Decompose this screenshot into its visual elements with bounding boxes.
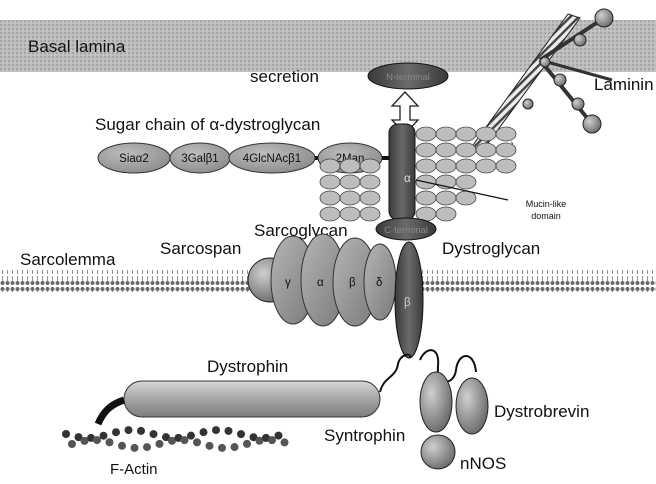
mucin-bead bbox=[340, 207, 360, 221]
mucin-bead bbox=[496, 159, 516, 173]
actin-monomer bbox=[143, 443, 151, 451]
mucin-bead bbox=[320, 207, 340, 221]
mucin-bead bbox=[340, 159, 360, 173]
actin-monomer bbox=[243, 440, 251, 448]
gamma-label: γ bbox=[285, 277, 291, 289]
f-actin-label: F-Actin bbox=[110, 461, 158, 478]
actin-monomer bbox=[137, 427, 145, 435]
alpha-dystroglycan bbox=[389, 124, 415, 220]
actin-monomer bbox=[231, 443, 239, 451]
mucin-like-label: Mucin-like bbox=[526, 199, 567, 209]
actin-monomer bbox=[131, 444, 139, 452]
dystrophin-label: Dystrophin bbox=[207, 357, 288, 376]
laminin-label: Laminin bbox=[594, 75, 654, 94]
mucin-bead bbox=[496, 143, 516, 157]
sugar-unit-label: Siaα2 bbox=[119, 153, 149, 165]
mucin-bead bbox=[416, 127, 436, 141]
actin-binding-domain bbox=[98, 400, 124, 424]
nnos-label: nNOS bbox=[460, 454, 506, 473]
nnos-protein bbox=[421, 435, 455, 469]
actin-monomer bbox=[156, 440, 164, 448]
mucin-bead bbox=[360, 207, 380, 221]
actin-monomer bbox=[218, 444, 226, 452]
mucin-bead bbox=[476, 127, 496, 141]
actin-monomer bbox=[181, 436, 189, 444]
sugar-chain-label: Sugar chain of α-dystroglycan bbox=[95, 115, 320, 134]
dystrobrevin-label: Dystrobrevin bbox=[494, 402, 589, 421]
c-terminal-label: C-terminal bbox=[384, 225, 428, 236]
sarcolemma-label: Sarcolemma bbox=[20, 250, 116, 269]
beta-label: β bbox=[404, 297, 411, 309]
actin-monomer bbox=[212, 426, 220, 434]
mucin-bead bbox=[320, 191, 340, 205]
mucin-bead bbox=[360, 159, 380, 173]
mucin-bead bbox=[456, 127, 476, 141]
delta-sub-label: δ bbox=[376, 277, 382, 289]
mucin-like-domain bbox=[320, 127, 516, 221]
f-actin-filament bbox=[62, 426, 289, 452]
mucin-bead bbox=[436, 191, 456, 205]
mucin-bead bbox=[456, 159, 476, 173]
actin-monomer bbox=[118, 442, 126, 450]
mucin-bead bbox=[436, 127, 456, 141]
mucin-bead bbox=[496, 127, 516, 141]
mucin-bead bbox=[360, 175, 380, 189]
sarcospan-label: Sarcospan bbox=[160, 239, 241, 258]
mucin-bead bbox=[476, 143, 496, 157]
actin-monomer bbox=[193, 438, 201, 446]
mucin-bead bbox=[340, 175, 360, 189]
sarcoglycan-complex: γ α β δ bbox=[271, 234, 396, 326]
mucin-bead bbox=[456, 143, 476, 157]
actin-monomer bbox=[150, 430, 158, 438]
secretion-label: secretion bbox=[250, 67, 319, 86]
actin-monomer bbox=[187, 432, 195, 440]
dystrophin-rod bbox=[124, 381, 380, 417]
mucin-bead bbox=[436, 159, 456, 173]
dystroglycan-label: Dystroglycan bbox=[442, 239, 540, 258]
dystrobrevin-protein bbox=[456, 378, 488, 434]
actin-monomer bbox=[281, 438, 289, 446]
actin-monomer bbox=[106, 438, 114, 446]
basal-lamina-label: Basal lamina bbox=[28, 37, 126, 56]
mucin-bead bbox=[416, 159, 436, 173]
mucin-bead bbox=[456, 175, 476, 189]
mucin-bead bbox=[476, 159, 496, 173]
mucin-bead bbox=[340, 191, 360, 205]
mucin-bead bbox=[416, 143, 436, 157]
mucin-bead bbox=[436, 207, 456, 221]
alpha-sub-label: α bbox=[317, 277, 324, 289]
actin-monomer bbox=[275, 432, 283, 440]
mucin-bead bbox=[436, 143, 456, 157]
actin-monomer bbox=[125, 426, 133, 434]
actin-monomer bbox=[200, 428, 208, 436]
actin-monomer bbox=[100, 432, 108, 440]
actin-monomer bbox=[112, 428, 120, 436]
actin-monomer bbox=[237, 430, 245, 438]
alpha-label: α bbox=[404, 173, 411, 185]
mucin-bead bbox=[320, 159, 340, 173]
beta-sub-label: β bbox=[349, 277, 356, 289]
n-terminal-label: N-terminal bbox=[386, 72, 430, 83]
actin-monomer bbox=[68, 440, 76, 448]
syntrophin-label: Syntrophin bbox=[324, 426, 405, 445]
mucin-bead bbox=[360, 191, 380, 205]
mucin-bead bbox=[456, 191, 476, 205]
sarcoglycan-label: Sarcoglycan bbox=[254, 221, 348, 240]
actin-monomer bbox=[62, 430, 70, 438]
mucin-bead bbox=[416, 191, 436, 205]
syntrophin-protein bbox=[420, 372, 452, 432]
actin-monomer bbox=[225, 427, 233, 435]
domain-label: domain bbox=[531, 211, 561, 221]
actin-monomer bbox=[93, 436, 101, 444]
mucin-bead bbox=[320, 175, 340, 189]
actin-monomer bbox=[206, 442, 214, 450]
sugar-unit-label: 4GlcNAcβ1 bbox=[243, 153, 301, 165]
sugar-unit-label: 3Galβ1 bbox=[181, 153, 218, 165]
actin-monomer bbox=[268, 436, 276, 444]
dystrophin-linker bbox=[380, 355, 410, 392]
